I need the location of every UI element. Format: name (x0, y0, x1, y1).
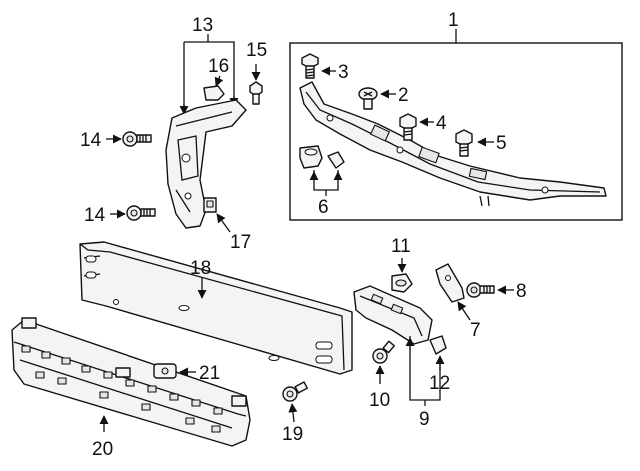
callout-18: 18 (190, 258, 211, 279)
bolt-part-15[interactable] (249, 81, 263, 105)
callout-16: 16 (208, 56, 229, 77)
callout-20: 20 (92, 439, 113, 460)
bolt-part-14-lower[interactable] (126, 205, 156, 221)
bracket-part-7[interactable] (435, 263, 465, 303)
callout-14-lower: 14 (84, 205, 106, 226)
bolt-part-19[interactable] (282, 381, 308, 402)
bolt-part-5[interactable] (455, 129, 473, 157)
bolt-part-8[interactable] (466, 282, 495, 298)
clip-part-6a[interactable] (299, 145, 323, 169)
callout-12: 12 (429, 373, 450, 394)
bolt-part-4[interactable] (399, 113, 417, 141)
clip-part-12[interactable] (429, 335, 447, 355)
callout-8: 8 (516, 281, 527, 302)
callout-11: 11 (391, 236, 411, 257)
callout-19: 19 (282, 424, 303, 445)
clip-part-6b[interactable] (327, 151, 345, 169)
callout-3: 3 (338, 62, 349, 83)
callout-5: 5 (496, 133, 507, 154)
upper-tie-bar[interactable] (299, 81, 607, 207)
callout-7: 7 (470, 320, 481, 341)
bolt-part-3[interactable] (301, 53, 319, 79)
callout-4: 4 (436, 113, 447, 134)
callout-10: 10 (369, 390, 390, 411)
clip-part-17[interactable] (203, 197, 217, 213)
bracket-part-9[interactable] (353, 285, 433, 345)
energy-absorber-part-20[interactable] (11, 317, 251, 447)
callout-15: 15 (246, 40, 267, 61)
screw-part-2[interactable] (358, 87, 378, 110)
callout-14-upper: 14 (80, 130, 102, 151)
callout-13: 13 (192, 15, 213, 36)
callout-2: 2 (398, 85, 409, 106)
callout-17: 17 (230, 232, 251, 253)
bolt-part-10[interactable] (372, 340, 395, 364)
callout-9: 9 (419, 409, 430, 430)
reinforcement-part-18[interactable] (79, 241, 353, 375)
callout-6: 6 (318, 197, 329, 218)
clip-part-21[interactable] (153, 363, 177, 379)
callout-21: 21 (199, 363, 220, 384)
bracket-part-13[interactable] (165, 99, 247, 229)
clip-part-16[interactable] (203, 85, 225, 101)
callout-1: 1 (448, 10, 459, 31)
bolt-part-14-upper[interactable] (122, 131, 152, 147)
nut-part-11[interactable] (391, 273, 413, 293)
